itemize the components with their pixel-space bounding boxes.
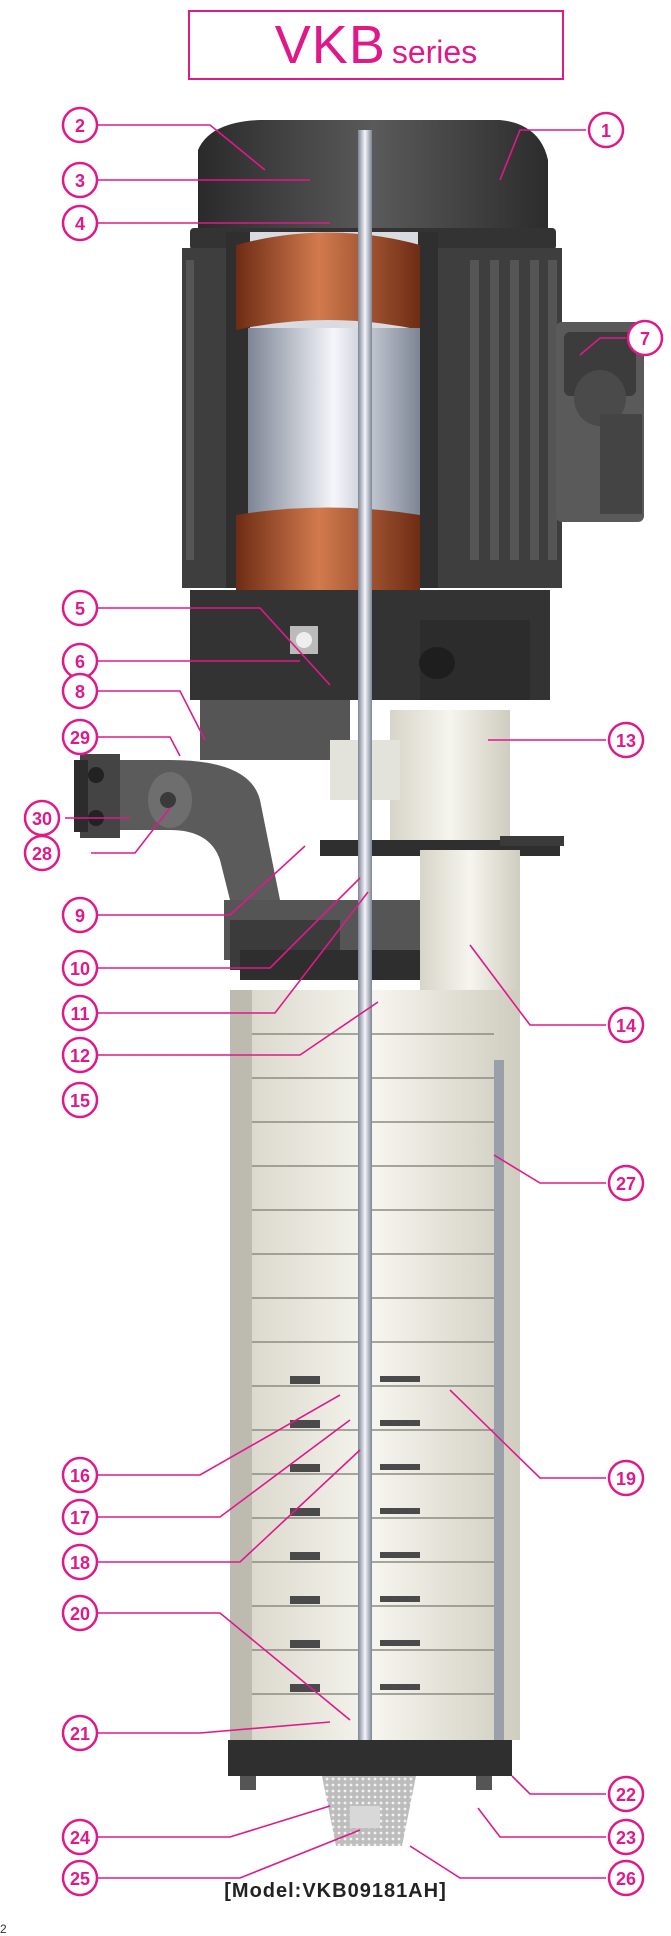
callout-20: 20 (61, 1594, 99, 1632)
svg-text:6: 6 (75, 652, 85, 672)
svg-text:2: 2 (75, 116, 85, 136)
svg-text:26: 26 (616, 1869, 636, 1889)
svg-text:19: 19 (616, 1469, 636, 1489)
svg-text:30: 30 (32, 809, 52, 829)
svg-text:25: 25 (70, 1869, 90, 1889)
leader-lines (65, 124, 626, 1879)
callout-11: 11 (61, 994, 99, 1032)
svg-text:13: 13 (616, 731, 636, 751)
callout-12: 12 (61, 1036, 99, 1074)
svg-text:16: 16 (70, 1466, 90, 1486)
page-number: 2 (0, 1922, 7, 1936)
callout-26: 26 (607, 1859, 645, 1897)
svg-text:17: 17 (70, 1508, 90, 1528)
svg-text:9: 9 (75, 906, 85, 926)
svg-text:29: 29 (70, 728, 90, 748)
callout-22: 22 (607, 1775, 645, 1813)
svg-text:5: 5 (75, 599, 85, 619)
callout-4: 4 (61, 204, 99, 242)
callout-8: 8 (61, 672, 99, 710)
callout-24: 24 (61, 1818, 99, 1856)
callout-30: 30 (23, 799, 61, 837)
motor (182, 120, 644, 700)
svg-text:14: 14 (616, 1016, 636, 1036)
svg-text:10: 10 (70, 959, 90, 979)
svg-text:7: 7 (640, 329, 650, 349)
callout-5: 5 (61, 589, 99, 627)
svg-text:8: 8 (75, 682, 85, 702)
pump-column (228, 130, 520, 1846)
callout-3: 3 (61, 161, 99, 199)
callout-14: 14 (607, 1006, 645, 1044)
callout-15: 15 (61, 1081, 99, 1119)
callout-19: 19 (607, 1459, 645, 1497)
svg-text:23: 23 (616, 1828, 636, 1848)
callout-9: 9 (61, 896, 99, 934)
svg-text:28: 28 (32, 844, 52, 864)
callout-7: 7 (626, 319, 664, 357)
callout-25: 25 (61, 1859, 99, 1897)
svg-text:27: 27 (616, 1174, 636, 1194)
svg-text:4: 4 (75, 214, 85, 234)
callout-2: 2 (61, 106, 99, 144)
title-box: VKB series (188, 10, 564, 80)
svg-text:1: 1 (601, 121, 611, 141)
callout-21: 21 (61, 1714, 99, 1752)
model-caption: [Model:VKB09181AH] (224, 1880, 447, 1902)
callout-28: 28 (23, 834, 61, 872)
svg-text:11: 11 (70, 1004, 89, 1024)
callout-16: 16 (61, 1456, 99, 1494)
callout-10: 10 (61, 949, 99, 987)
callout-29: 29 (61, 718, 99, 756)
callout-1: 1 (587, 111, 625, 149)
svg-text:3: 3 (75, 171, 85, 191)
callout-13: 13 (607, 721, 645, 759)
callout-17: 17 (61, 1498, 99, 1536)
svg-text:21: 21 (70, 1724, 90, 1744)
callout-27: 27 (607, 1164, 645, 1202)
svg-text:15: 15 (70, 1091, 90, 1111)
svg-text:12: 12 (70, 1046, 90, 1066)
title-sub: series (391, 34, 478, 70)
callouts: 1 2 3 4 5 6 7 8 9 10 11 12 13 14 15 16 1… (23, 106, 664, 1897)
callout-23: 23 (607, 1818, 645, 1856)
title-main: VKB (274, 15, 386, 75)
svg-text:18: 18 (70, 1553, 90, 1573)
callout-18: 18 (61, 1543, 99, 1581)
svg-text:24: 24 (70, 1828, 90, 1848)
svg-text:22: 22 (616, 1785, 636, 1805)
svg-text:20: 20 (70, 1604, 90, 1624)
